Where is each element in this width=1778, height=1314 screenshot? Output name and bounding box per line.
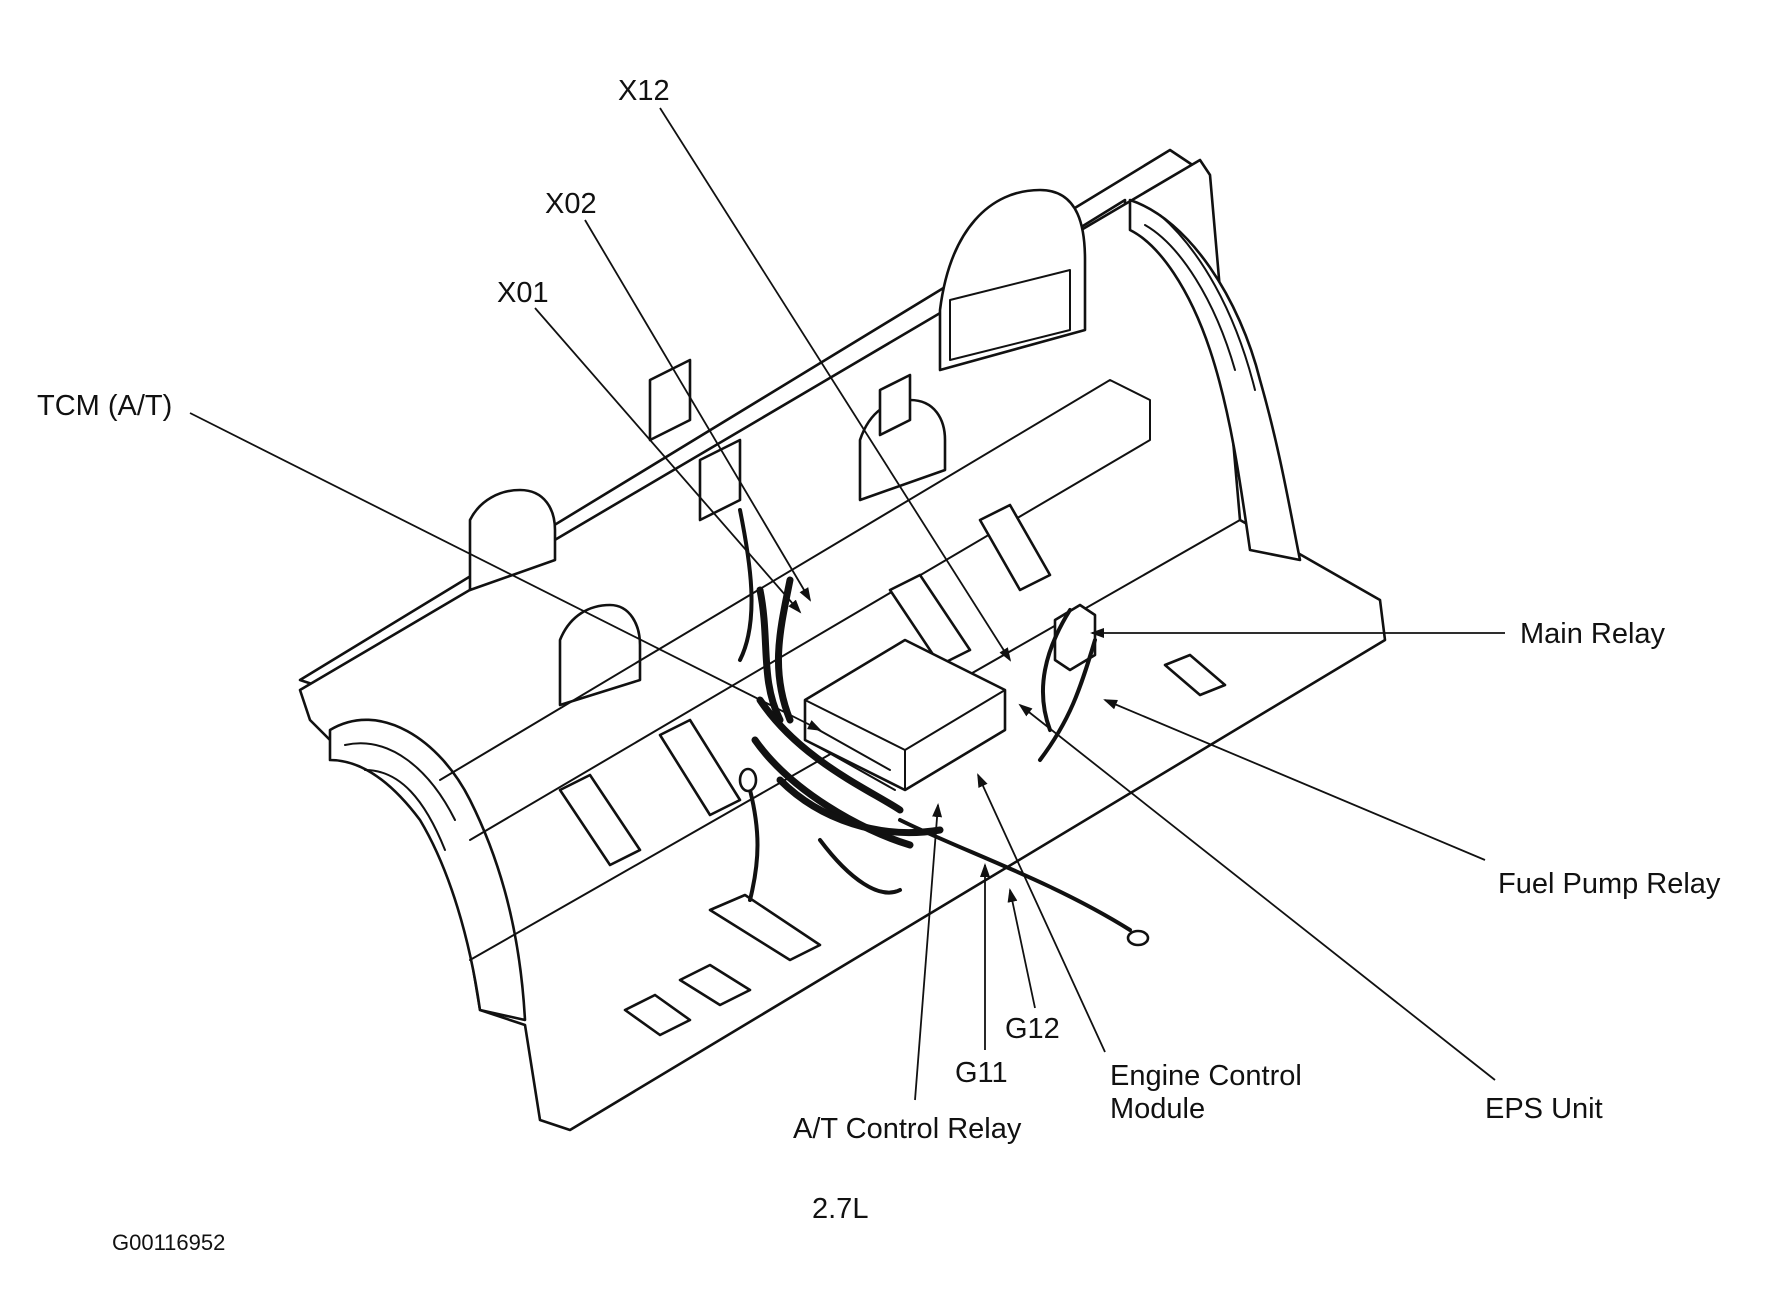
label-fuel-pump-relay: Fuel Pump Relay bbox=[1498, 868, 1721, 900]
label-g11: G11 bbox=[955, 1057, 1008, 1089]
label-eps-unit: EPS Unit bbox=[1485, 1093, 1603, 1125]
figure-id: G00116952 bbox=[112, 1230, 225, 1255]
label-at-control-relay: A/T Control Relay bbox=[793, 1113, 1022, 1145]
label-tcm: TCM (A/T) bbox=[37, 390, 172, 422]
label-engine-control-module-line1: Engine Control bbox=[1110, 1060, 1302, 1092]
leader-eps-unit bbox=[1018, 703, 1496, 1081]
label-g12: G12 bbox=[1005, 1013, 1060, 1045]
label-engine-control-module-line2: Module bbox=[1110, 1093, 1205, 1125]
label-x01: X01 bbox=[497, 277, 549, 309]
floor-brackets bbox=[558, 358, 1227, 1037]
leader-fuel-pump-relay bbox=[1103, 699, 1486, 861]
leader-x02 bbox=[584, 219, 812, 602]
label-main-relay: Main Relay bbox=[1520, 618, 1666, 650]
wiring-harness bbox=[738, 508, 1150, 947]
leader-engine-control-module bbox=[977, 773, 1106, 1053]
label-x02: X02 bbox=[545, 188, 597, 220]
vehicle-floor-illustration bbox=[298, 148, 1387, 1132]
leader-g12 bbox=[1007, 888, 1036, 1009]
leader-lines bbox=[189, 107, 1505, 1101]
leader-x01 bbox=[534, 307, 802, 614]
leader-x12 bbox=[659, 107, 1012, 662]
label-x12: X12 bbox=[618, 75, 670, 107]
engine-control-module-box bbox=[803, 638, 1007, 792]
leader-at-control-relay bbox=[914, 803, 943, 1101]
leader-tcm bbox=[189, 412, 822, 731]
engine-caption: 2.7L bbox=[812, 1193, 868, 1225]
callout-labels: X12 X02 X01 TCM (A/T) Main Relay Fuel Pu… bbox=[37, 75, 1721, 1145]
